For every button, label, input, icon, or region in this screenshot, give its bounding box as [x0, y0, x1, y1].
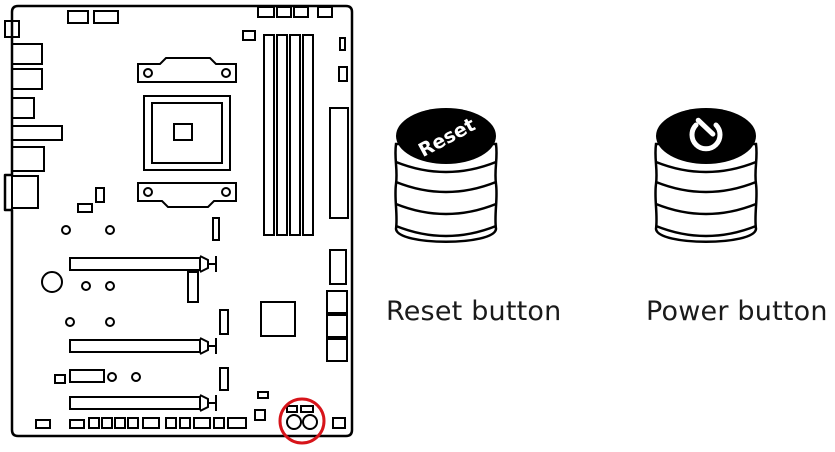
bottom-header — [254, 409, 266, 421]
top-header — [257, 6, 275, 18]
connector — [329, 249, 347, 285]
bottom-header — [179, 417, 191, 429]
bottom-header — [88, 417, 100, 429]
bottom-header — [332, 417, 346, 429]
power-button-caption: Power button — [646, 296, 828, 327]
jumper — [219, 309, 229, 335]
highlight-circle — [278, 397, 326, 445]
pcie-slot — [69, 396, 201, 410]
jumper — [219, 367, 229, 391]
cpu-center — [173, 123, 193, 141]
motherboard-diagram — [3, 4, 354, 445]
chipset — [260, 301, 296, 337]
bottom-header — [257, 391, 269, 399]
io-port — [11, 125, 63, 141]
top-header — [93, 10, 119, 24]
io-port — [11, 146, 45, 172]
board-outline — [3, 4, 354, 438]
bottom-header — [69, 419, 85, 429]
jumper — [69, 369, 105, 383]
bottom-header — [213, 417, 225, 429]
bottom-header — [101, 417, 113, 429]
bottom-header — [165, 417, 177, 429]
connector — [339, 37, 346, 51]
top-header — [67, 10, 89, 24]
dimm-slot — [276, 34, 288, 236]
jumper — [95, 187, 105, 203]
bottom-header — [35, 419, 51, 429]
dimm-slot — [289, 34, 301, 236]
jumper — [54, 374, 66, 384]
bottom-header — [114, 417, 126, 429]
pcie-slot — [69, 257, 201, 271]
cpu-bracket-top — [137, 57, 237, 83]
cpu-socket-inner — [143, 95, 231, 171]
sata-port — [326, 338, 348, 362]
pcie-slot — [69, 339, 201, 353]
power-icon — [689, 117, 723, 152]
top-header — [293, 6, 309, 18]
sata-port — [326, 314, 348, 338]
bottom-header — [127, 417, 139, 429]
cpu-bracket-bottom — [137, 182, 237, 208]
button-cap — [396, 108, 496, 164]
reset-button-illustration: Reset — [394, 108, 498, 243]
io-port — [4, 20, 20, 38]
io-port — [11, 68, 43, 90]
fan-header — [242, 30, 256, 41]
onboard-power-button — [302, 414, 318, 430]
io-port — [11, 43, 43, 65]
io-port — [11, 175, 39, 209]
bottom-header — [227, 417, 247, 429]
io-port — [11, 97, 35, 119]
top-header — [276, 6, 292, 18]
jumper — [187, 271, 199, 303]
cpu-socket — [151, 102, 223, 164]
dimm-slot — [263, 34, 275, 236]
sata-port — [326, 290, 348, 314]
reset-button-caption: Reset button — [386, 296, 562, 327]
top-header — [317, 6, 333, 18]
mount-hole — [41, 271, 63, 293]
bottom-header — [142, 417, 160, 429]
button-cap — [656, 108, 756, 164]
atx-power — [329, 107, 349, 219]
jumper — [212, 217, 220, 241]
dimm-slot — [302, 34, 314, 236]
bottom-header — [193, 417, 211, 429]
onboard-reset-button — [286, 414, 302, 430]
connector — [338, 66, 348, 82]
jumper — [77, 203, 93, 213]
power-button-illustration — [654, 108, 758, 243]
